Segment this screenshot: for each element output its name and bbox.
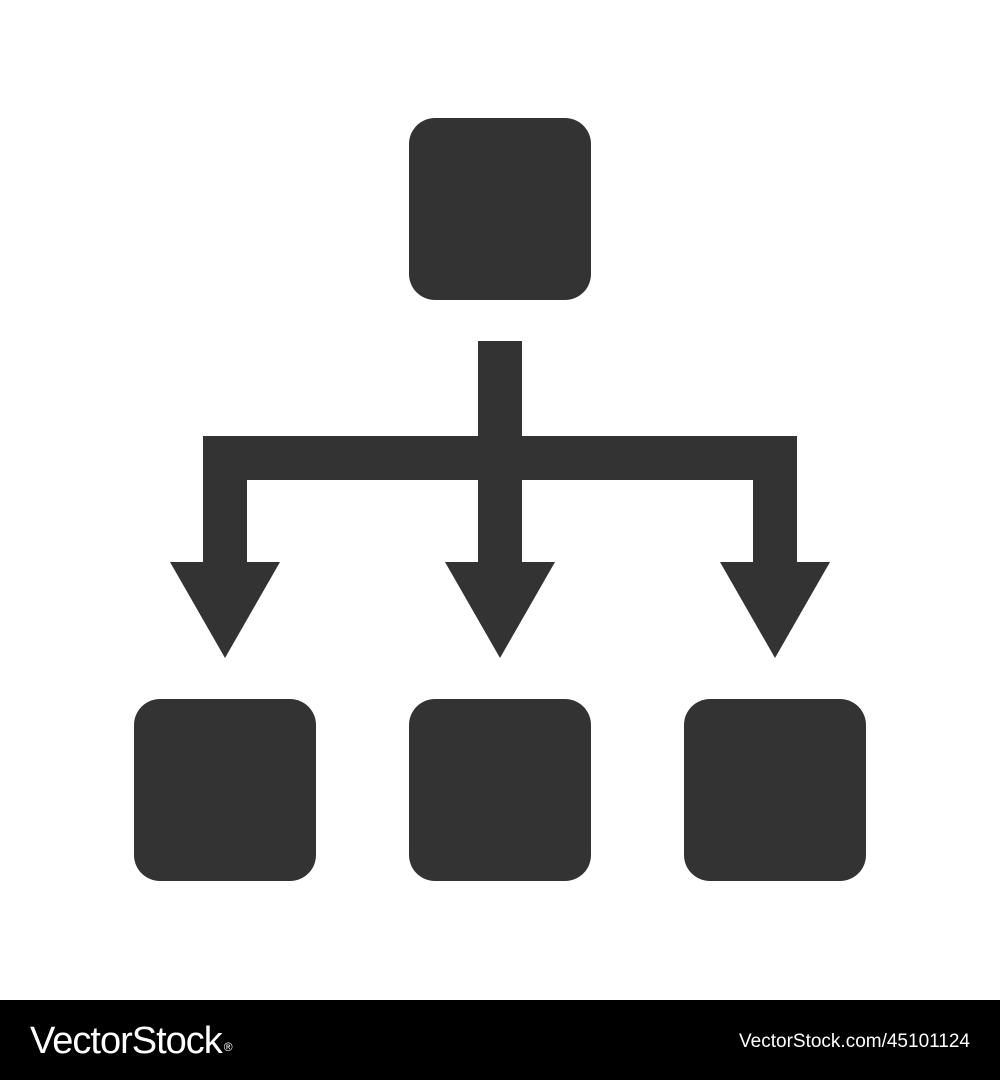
- watermark-brand-logo: VectorStock®: [30, 1018, 233, 1064]
- registered-mark: ®: [223, 1040, 233, 1054]
- hierarchy-diagram-icon: [134, 118, 866, 881]
- left-branch-connector: [203, 436, 247, 566]
- hierarchy-icon-canvas: [134, 118, 866, 881]
- root-node: [409, 118, 591, 300]
- center-branch-connector: [478, 436, 522, 566]
- right-arrow-head: [720, 562, 830, 658]
- child-node-center: [409, 699, 591, 881]
- watermark-image-id: VectorStock.com/45101124: [739, 1031, 970, 1052]
- right-branch-connector: [753, 436, 797, 566]
- child-node-right: [684, 699, 866, 881]
- watermark-brand-text: VectorStock: [30, 1020, 223, 1062]
- left-arrow-head: [170, 562, 280, 658]
- center-arrow-head: [445, 562, 555, 658]
- watermark-bar: VectorStock® VectorStock.com/45101124: [0, 1000, 1000, 1080]
- child-node-left: [134, 699, 316, 881]
